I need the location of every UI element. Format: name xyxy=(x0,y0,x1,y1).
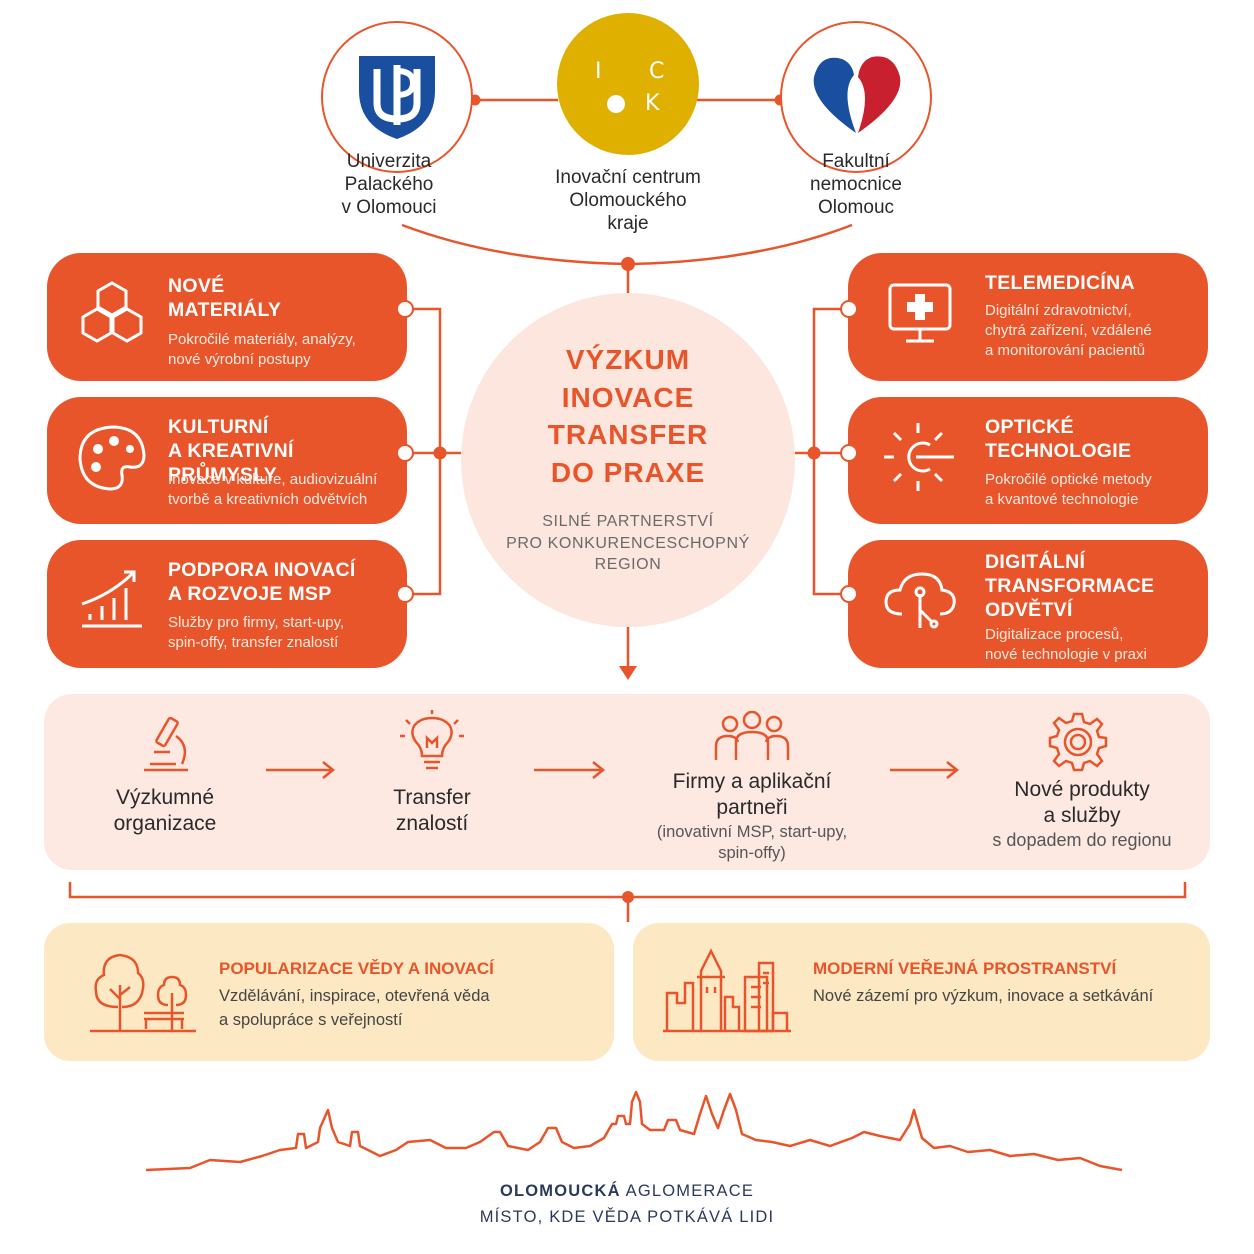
ick-letter-k: K xyxy=(645,91,660,116)
card-optical-tech-title: OPTICKÉ TECHNOLOGIE xyxy=(985,416,1132,462)
footer-tagline: MÍSTO, KDE VĚDA POTKÁVÁ LIDI xyxy=(479,1208,775,1226)
card-new-materials-desc: Pokročilé materiály, analýzy, nové výrob… xyxy=(168,331,356,368)
fno-heart-icon xyxy=(813,55,900,133)
partner-label-upol: Univerzita Palackého v Olomouci xyxy=(341,151,437,218)
box-public-spaces: MODERNÍ VEŘEJNÁ PROSTRANSTVÍ Nové zázemí… xyxy=(633,923,1210,1061)
connector-dot xyxy=(840,444,858,462)
connector-dot xyxy=(396,585,414,603)
card-digital-transformation: DIGITÁLNÍ TRANSFORMACE ODVĚTVÍ Digitaliz… xyxy=(848,540,1208,668)
card-creative-industries-desc: Inovace v kultuře, audiovizuální tvorbě … xyxy=(168,471,378,508)
cloud-icon xyxy=(884,572,956,629)
innovation-flow: Výzkumné organizace Transfer znalostí Fi… xyxy=(44,694,1210,870)
card-sme-support: PODPORA INOVACÍ A ROZVOJE MSP Služby pro… xyxy=(47,540,407,668)
flow-step-products: Nové produkty a služby xyxy=(1014,778,1150,827)
ick-letter-i: I xyxy=(595,59,602,84)
card-optical-tech: OPTICKÉ TECHNOLOGIE Pokročilé optické me… xyxy=(848,397,1208,524)
partner-label-ick: Inovační centrum Olomouckého kraje xyxy=(555,167,701,234)
card-digital-transformation-title: DIGITÁLNÍ TRANSFORMACE ODVĚTVÍ xyxy=(985,551,1155,621)
city-icon xyxy=(663,948,791,1033)
gear-icon xyxy=(1048,712,1108,772)
card-sme-support-title: PODPORA INOVACÍ A ROZVOJE MSP xyxy=(168,559,356,605)
olomouc-skyline-icon xyxy=(145,1090,1123,1172)
connector-dot xyxy=(396,300,414,318)
flow-step-products-note: s dopadem do regionu xyxy=(992,830,1172,850)
footer-title: OLOMOUCKÁ AGLOMERACE xyxy=(499,1182,755,1200)
card-new-materials-title: NOVÉ MATERIÁLY xyxy=(168,275,282,321)
flow-step-research: Výzkumné organizace xyxy=(113,786,217,835)
people-icon xyxy=(714,710,790,760)
partner-logo-ick: I C K xyxy=(557,13,699,155)
lightbulb-icon xyxy=(400,710,464,770)
card-creative-industries: KULTURNÍ A KREATIVNÍ PRŮMYSLY Inovace v … xyxy=(47,397,407,524)
medical-monitor-icon xyxy=(888,283,952,343)
hexagons-icon xyxy=(81,281,143,343)
connector-dot xyxy=(396,444,414,462)
partner-logo-fno xyxy=(780,21,932,173)
box-public-spaces-desc: Nové zázemí pro výzkum, inovace a setkáv… xyxy=(813,987,1154,1005)
ick-letter-c: C xyxy=(649,59,665,84)
core-circle: VÝZKUM INOVACE TRANSFER DO PRAXE SILNÉ P… xyxy=(461,293,795,627)
box-public-spaces-title: MODERNÍ VEŘEJNÁ PROSTRANSTVÍ xyxy=(813,959,1117,978)
optics-icon xyxy=(884,423,954,491)
flow-step-companies: Firmy a aplikační partneři xyxy=(672,770,832,819)
box-popularization-desc: Vzdělávání, inspirace, otevřená věda a s… xyxy=(219,987,490,1029)
card-new-materials: NOVÉ MATERIÁLY Pokročilé materiály, anal… xyxy=(47,253,407,381)
box-popularization: POPULARIZACE VĚDY A INOVACÍ Vzdělávání, … xyxy=(44,923,614,1061)
flow-arrows xyxy=(266,761,960,779)
flow-step-transfer: Transfer znalostí xyxy=(393,786,471,835)
box-popularization-title: POPULARIZACE VĚDY A INOVACÍ xyxy=(219,959,494,978)
upol-shield-icon xyxy=(358,55,435,139)
core-subtitle: SILNÉ PARTNERSTVÍ PRO KONKURENCESCHOPNÝ … xyxy=(506,513,750,573)
card-telemedicine-desc: Digitální zdravotnictví, chytrá zařízení… xyxy=(985,302,1152,359)
connector-dot xyxy=(840,585,858,603)
microscope-icon xyxy=(144,716,188,772)
card-digital-transformation-desc: Digitalizace procesů, nové technologie v… xyxy=(985,626,1147,663)
flow-step-companies-note: (inovativní MSP, start-upy, spin-offy) xyxy=(656,823,848,862)
ick-dot-icon xyxy=(607,95,625,113)
card-sme-support-desc: Služby pro firmy, start-upy, spin-offy, … xyxy=(168,614,345,651)
connector-dot xyxy=(840,300,858,318)
card-telemedicine: TELEMEDICÍNA Digitální zdravotnictví, ch… xyxy=(848,253,1208,381)
growth-chart-icon xyxy=(81,570,142,628)
card-telemedicine-title: TELEMEDICÍNA xyxy=(985,272,1135,294)
card-optical-tech-desc: Pokročilé optické metody a kvantové tech… xyxy=(985,471,1152,508)
park-icon xyxy=(90,953,196,1033)
partner-logo-upol xyxy=(321,21,473,173)
palette-icon xyxy=(78,425,146,491)
card-creative-industries-title: KULTURNÍ A KREATIVNÍ PRŮMYSLY xyxy=(168,416,294,486)
partner-label-fno: Fakultní nemocnice Olomouc xyxy=(810,151,902,218)
core-title: VÝZKUM INOVACE TRANSFER DO PRAXE xyxy=(547,344,709,488)
